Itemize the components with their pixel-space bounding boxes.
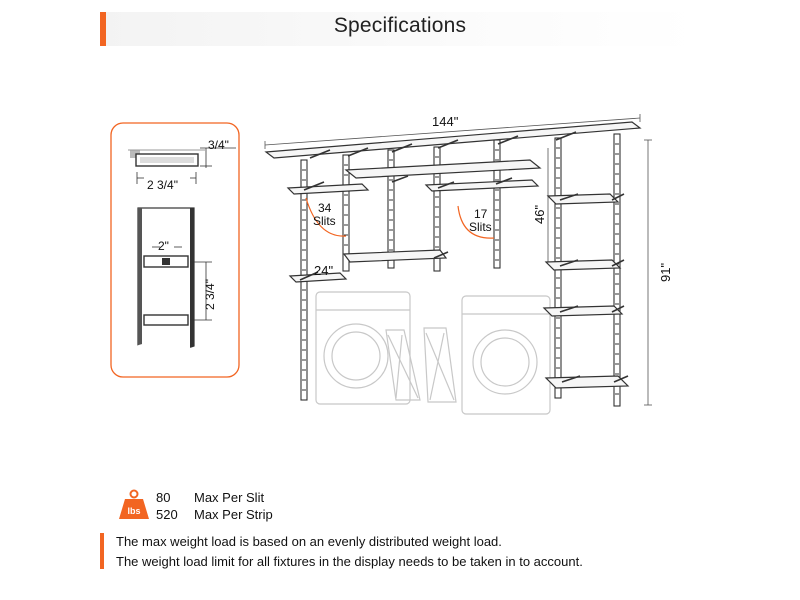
slits-right-count: 17 — [474, 207, 488, 221]
tall-height-label: 91" — [658, 263, 673, 282]
bracket-spacing-label: 2 3/4" — [203, 279, 217, 310]
per-strip-value: 520 — [156, 507, 178, 522]
slits-left-label: Slits — [313, 214, 336, 228]
shelves — [264, 121, 642, 389]
weight-per-strip: 520 Max Per Strip — [156, 507, 273, 522]
slits-left-count: 34 — [318, 201, 332, 215]
shelving-illustration: 144" 91" 46" — [264, 114, 673, 415]
washer-dryer-left — [315, 291, 551, 415]
title-bar — [100, 12, 700, 46]
note-line: The max weight load is based on an evenl… — [116, 534, 502, 549]
page-title: Specifications — [333, 14, 467, 37]
per-strip-label: Max Per Strip — [194, 507, 273, 522]
per-slit-label: Max Per Slit — [194, 490, 265, 505]
total-width-label: 144" — [432, 114, 459, 129]
shelf-brackets — [299, 131, 629, 383]
short-height-label: 46" — [532, 205, 547, 224]
slits-right-label: Slits — [469, 220, 492, 234]
per-slit-value: 80 — [156, 490, 171, 505]
shelf-depth-label: 24" — [314, 263, 333, 278]
weight-per-slit: 80 Max Per Slit — [156, 490, 264, 505]
title-accent-bar — [100, 12, 106, 46]
weight-icon: lbs — [119, 489, 149, 519]
bracket-width-label: 2" — [158, 239, 169, 253]
weight-icon-label: lbs — [127, 506, 140, 516]
rail-width-label: 2 3/4" — [147, 178, 178, 192]
note-line: The weight load limit for all fixtures i… — [116, 554, 583, 569]
detail-panel: 3/4" 2 3/4" 2" 2 3/4" — [110, 122, 240, 378]
rail-thickness-label: 3/4" — [208, 138, 229, 152]
note-accent-bar — [100, 533, 104, 569]
